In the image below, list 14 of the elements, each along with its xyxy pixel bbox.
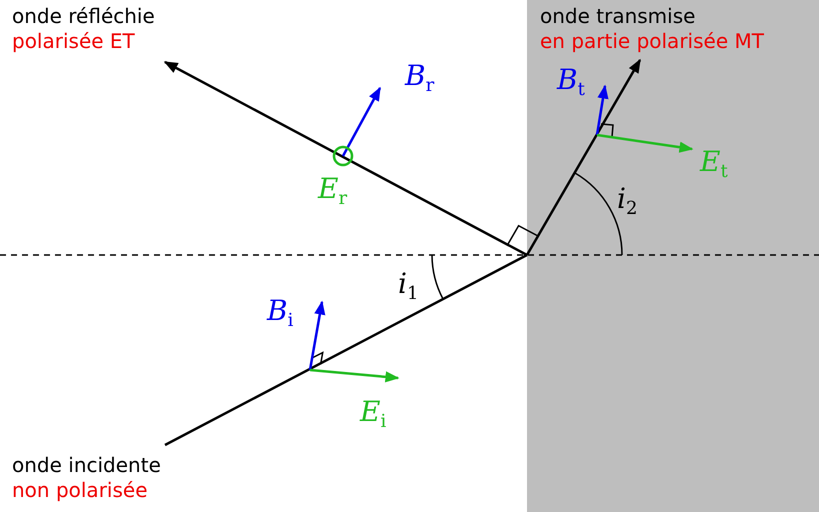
caption-text: non polarisée bbox=[12, 480, 148, 500]
math-label: E$_{t}$ bbox=[700, 148, 728, 181]
math-label: i$_{1}$ bbox=[398, 270, 418, 303]
caption-text: onde réfléchie bbox=[12, 6, 155, 26]
caption-text: onde incidente bbox=[12, 455, 161, 475]
caption-text: onde transmise bbox=[540, 6, 696, 26]
math-label: E$_{i}$ bbox=[360, 398, 386, 431]
caption-text: polarisée ET bbox=[12, 31, 135, 51]
math-label: E$_{r}$ bbox=[318, 175, 348, 208]
math-label: i$_{2}$ bbox=[617, 185, 638, 218]
math-label: B$_{t}$ bbox=[557, 66, 585, 99]
math-label: B$_{i}$ bbox=[267, 297, 294, 330]
caption-text: en partie polarisée MT bbox=[540, 31, 764, 51]
math-label: B$_{r}$ bbox=[405, 62, 434, 95]
